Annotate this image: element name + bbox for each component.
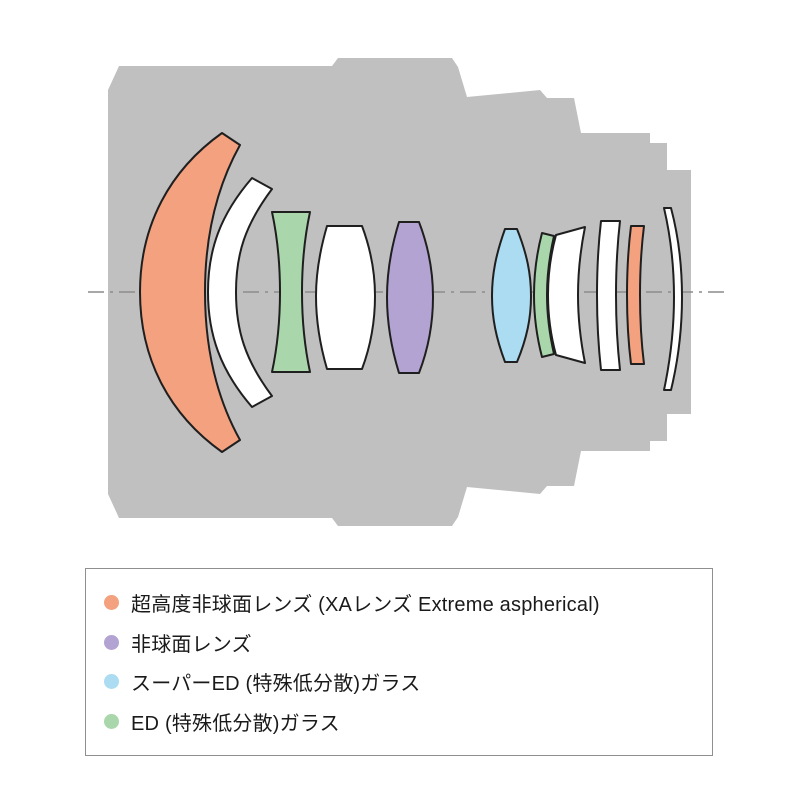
lens-element-glass-exit xyxy=(663,207,683,391)
legend-item-aspherical: 非球面レンズ xyxy=(104,628,702,657)
ed-color-dot xyxy=(104,714,119,730)
legend-label-super-ed: スーパーED (特殊低分散)ガラス xyxy=(131,673,421,696)
lens-element-xa-front xyxy=(139,132,241,453)
lens-cross-section-diagram xyxy=(88,58,728,526)
legend-item-xa: 超高度非球面レンズ (XAレンズ Extreme aspherical) xyxy=(104,588,702,617)
super-ed-color-dot xyxy=(104,674,119,690)
lens-element-aspherical xyxy=(386,221,434,374)
legend-item-super-ed: スーパーED (特殊低分散)ガラス xyxy=(104,667,702,696)
lens-element-meniscus-front xyxy=(207,177,273,408)
legend-label-ed: ED (特殊低分散)ガラス xyxy=(131,713,340,736)
xa-color-dot xyxy=(104,594,119,610)
lens-element-super-ed xyxy=(491,228,532,363)
legend-label-xa: 超高度非球面レンズ (XAレンズ Extreme aspherical) xyxy=(131,593,600,616)
lens-element-ed-front xyxy=(271,211,311,373)
lens-element-biconvex xyxy=(315,225,376,370)
legend-box: 超高度非球面レンズ (XAレンズ Extreme aspherical) 非球面… xyxy=(85,568,713,756)
lens-element-xa-rear xyxy=(626,225,645,365)
legend-item-ed: ED (特殊低分散)ガラス xyxy=(104,707,702,736)
legend-label-aspherical: 非球面レンズ xyxy=(131,633,252,656)
lens-element-glass-rear-1 xyxy=(596,220,621,371)
lens-element-ed-rear xyxy=(533,232,555,358)
aspherical-color-dot xyxy=(104,634,119,650)
